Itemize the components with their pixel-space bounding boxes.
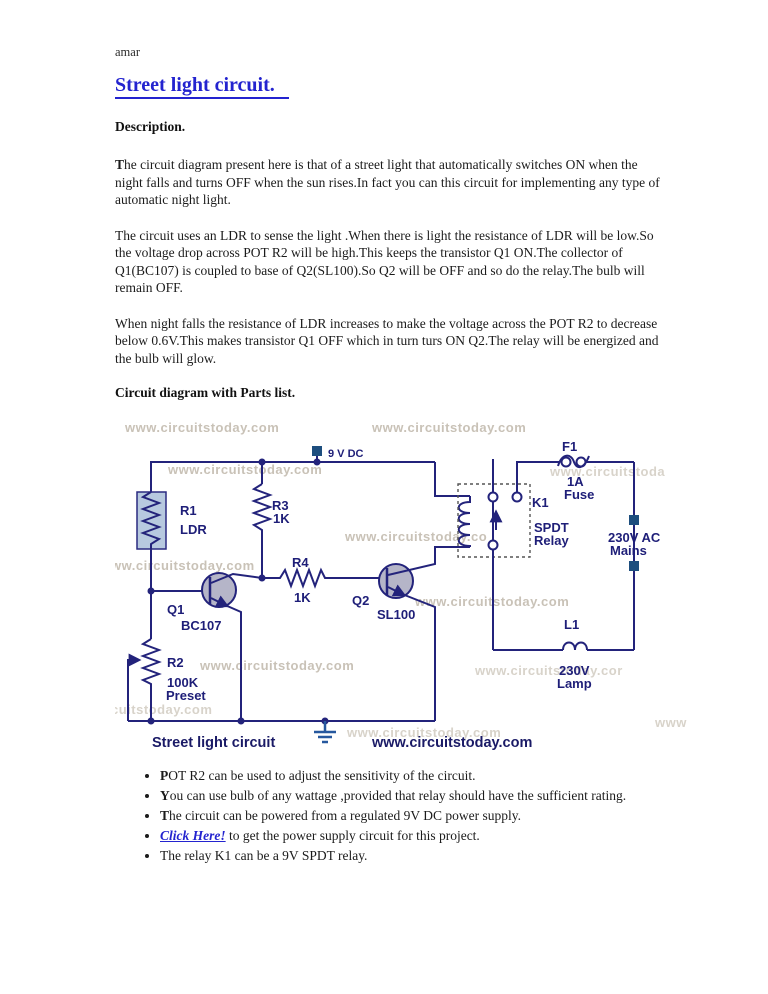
paragraph-3-text: When night falls the resistance of LDR i… bbox=[115, 315, 659, 366]
watermark: cuitstoday.com bbox=[115, 702, 212, 717]
description-heading: Description. bbox=[115, 119, 186, 134]
note-item: The relay K1 can be a 9V SPDT relay. bbox=[160, 847, 680, 865]
q2-value: SL100 bbox=[377, 607, 415, 622]
q2-label: Q2 bbox=[352, 593, 369, 608]
note-2-text: ou can use bulb of any wattage ,provided… bbox=[169, 788, 627, 803]
transistor-q2 bbox=[378, 563, 414, 599]
l1-type: Lamp bbox=[557, 676, 592, 691]
junction-dot bbox=[237, 717, 245, 725]
lamp-symbol bbox=[562, 641, 588, 651]
ground-symbol bbox=[314, 721, 336, 744]
watermark: ww.circuitstoday.com bbox=[115, 558, 255, 573]
watermark: www bbox=[654, 715, 687, 730]
supply-terminal bbox=[312, 446, 322, 456]
r4-label: R4 bbox=[292, 555, 309, 570]
note-4-text: to get the power supply circuit for this… bbox=[225, 828, 480, 843]
title-link[interactable]: Street light circuit. bbox=[115, 74, 289, 99]
paragraph-3: When night falls the resistance of LDR i… bbox=[115, 315, 663, 368]
ldr-zigzag bbox=[140, 491, 162, 549]
note-3-lead: T bbox=[160, 808, 170, 823]
k1-type-1: SPDT bbox=[534, 520, 569, 535]
k1-label: K1 bbox=[532, 495, 549, 510]
note-1-text: OT R2 can be used to adjust the sensitiv… bbox=[168, 768, 476, 783]
mains-label-1: 230V AC bbox=[608, 530, 661, 545]
diagram-heading: Circuit diagram with Parts list. bbox=[115, 385, 296, 400]
site-credit: www.circuitstoday.com bbox=[371, 735, 532, 751]
paragraph-2: The circuit uses an LDR to sense the lig… bbox=[115, 227, 663, 297]
resistor-r3 bbox=[251, 483, 273, 536]
r1-value: LDR bbox=[180, 522, 207, 537]
q1-emitter bbox=[210, 595, 230, 608]
fuse-symbol bbox=[557, 454, 590, 469]
resistor-r4 bbox=[262, 567, 387, 589]
l1-label: L1 bbox=[564, 617, 579, 632]
circuit-wiring bbox=[127, 446, 639, 744]
paragraph-1-lead: T bbox=[115, 157, 125, 172]
relay-contact bbox=[487, 539, 499, 551]
junction-dot bbox=[147, 717, 155, 725]
click-here-link[interactable]: Click Here! bbox=[160, 828, 226, 843]
watermark: www.circuitstoday.com bbox=[346, 725, 501, 740]
author-name: amar bbox=[115, 45, 140, 59]
watermark: www.circuitstoday.com bbox=[167, 462, 322, 477]
paragraph-1: The circuit diagram present here is that… bbox=[115, 156, 663, 209]
watermark: www.circuitstoday.co bbox=[344, 529, 487, 544]
note-2-lead: Y bbox=[160, 788, 170, 803]
relay-contact bbox=[487, 491, 499, 503]
r1-label: R1 bbox=[180, 503, 197, 518]
r2-value: 100K bbox=[167, 675, 199, 690]
watermark: www.circuitstoday.com bbox=[414, 594, 569, 609]
note-5-text: The relay K1 can be a 9V SPDT relay. bbox=[160, 848, 368, 863]
mains-terminal bbox=[629, 561, 639, 571]
watermark: www.circuitstoday.com bbox=[124, 420, 279, 435]
page-content: amar Street light circuit. Description. … bbox=[115, 45, 695, 867]
q2-emitter bbox=[387, 584, 407, 597]
mains-label-2: Mains bbox=[610, 543, 647, 558]
r2-label: R2 bbox=[167, 655, 184, 670]
note-item: Click Here! to get the power supply circ… bbox=[160, 827, 680, 845]
f1-type: Fuse bbox=[564, 487, 594, 502]
paragraph-1-text: he circuit diagram present here is that … bbox=[115, 157, 660, 207]
junction-dot bbox=[313, 458, 321, 466]
watermark: www.circuitstoday.cor bbox=[474, 663, 623, 678]
q1-collector bbox=[210, 572, 263, 584]
q1-value: BC107 bbox=[181, 618, 221, 633]
note-item: You can use bulb of any wattage ,provide… bbox=[160, 787, 680, 805]
r3-label: R3 bbox=[272, 498, 289, 513]
watermark: www.circuitstoday.com bbox=[371, 420, 526, 435]
supply-rail bbox=[150, 461, 435, 492]
r2-type: Preset bbox=[166, 688, 206, 703]
f1-current: 1A bbox=[567, 474, 584, 489]
k1-type-2: Relay bbox=[534, 533, 569, 548]
resistor-r2 bbox=[140, 638, 162, 686]
note-3-text: he circuit can be powered from a regulat… bbox=[169, 808, 522, 823]
f1-label: F1 bbox=[562, 439, 577, 454]
relay-no-contact bbox=[511, 491, 523, 503]
q1-label: Q1 bbox=[167, 602, 184, 617]
mains-terminal bbox=[629, 515, 639, 525]
paragraph-2-text: The circuit uses an LDR to sense the lig… bbox=[115, 227, 654, 296]
relay-coil bbox=[457, 496, 471, 547]
r4-value: 1K bbox=[294, 590, 311, 605]
l1-value: 230V bbox=[559, 663, 590, 678]
component-labels: 9 V DC R1 LDR R3 1K R4 1K Q1 BC107 Q2 SL… bbox=[152, 439, 661, 751]
q2-collector bbox=[387, 546, 470, 576]
note-1-lead: P bbox=[160, 768, 169, 783]
fuse-terminal bbox=[560, 456, 572, 468]
supply-label: 9 V DC bbox=[328, 448, 364, 460]
note-item: The circuit can be powered from a regula… bbox=[160, 807, 680, 825]
parts-notes-list: POT R2 can be used to adjust the sensiti… bbox=[115, 767, 680, 865]
watermarks: www.circuitstoday.com www.circuitstoday.… bbox=[115, 420, 687, 740]
note-item: POT R2 can be used to adjust the sensiti… bbox=[160, 767, 680, 785]
r3-value: 1K bbox=[273, 511, 290, 526]
circuit-diagram: www.circuitstoday.com www.circuitstoday.… bbox=[115, 420, 687, 751]
page-title: Street light circuit. bbox=[115, 62, 695, 99]
diagram-caption: Street light circuit bbox=[152, 735, 275, 751]
watermark: www.circuitstoday.com bbox=[199, 658, 354, 673]
